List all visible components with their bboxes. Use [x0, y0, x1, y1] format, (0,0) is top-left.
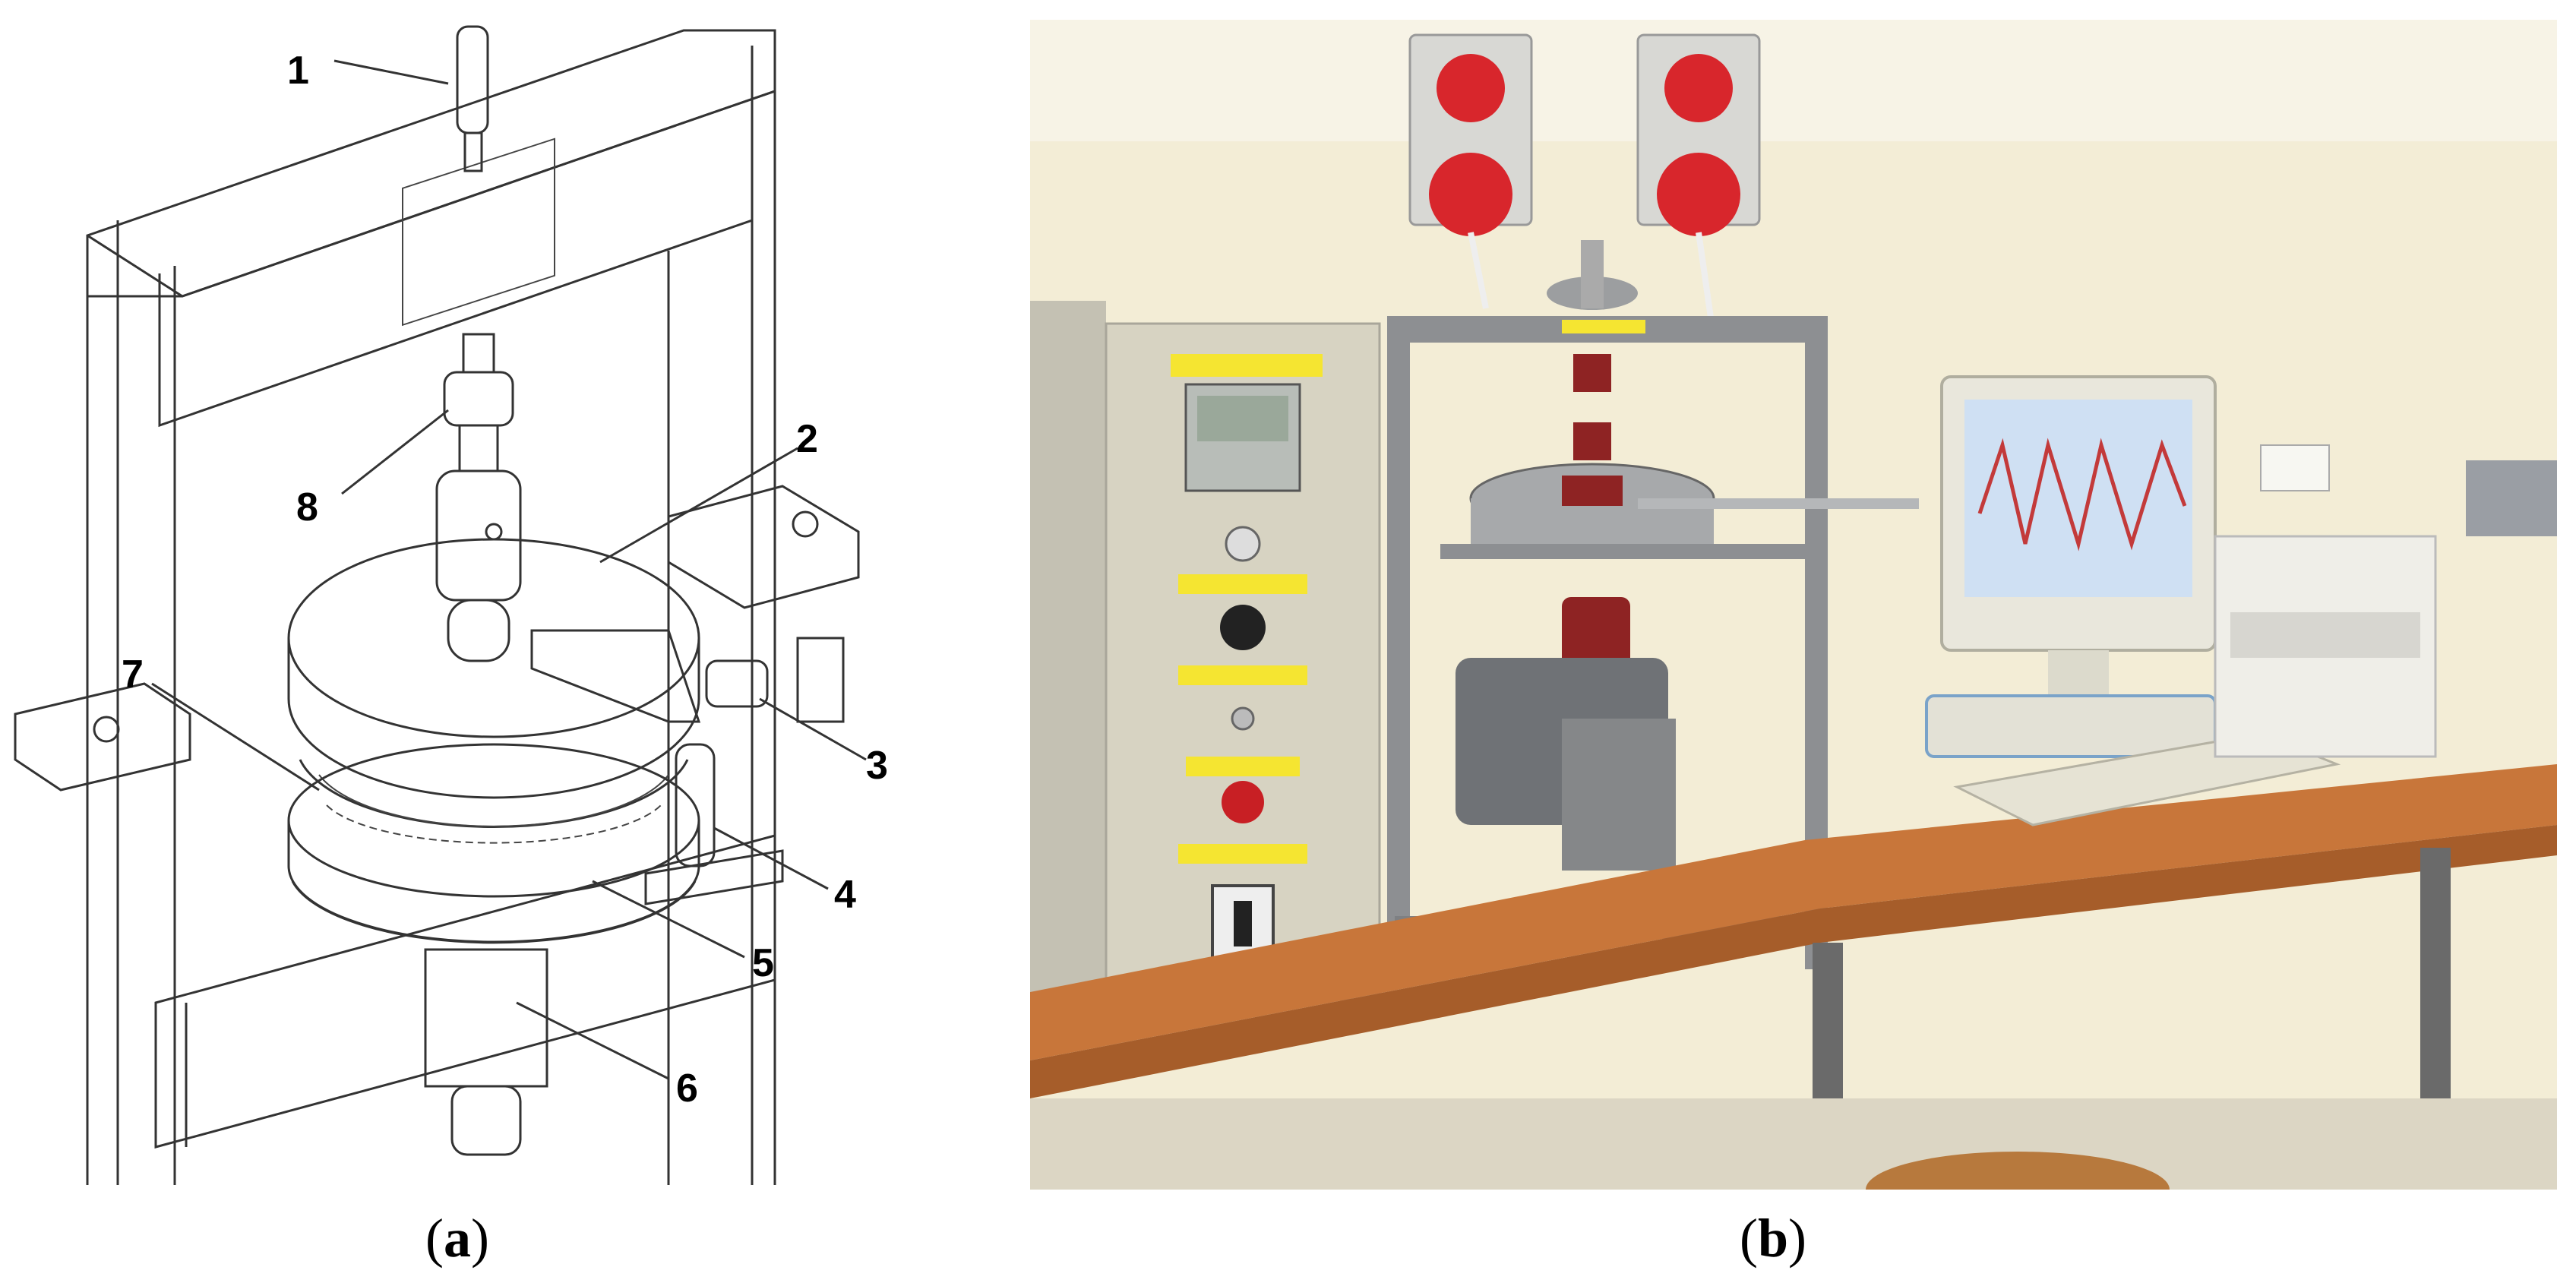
- control-cabinet: [1030, 301, 1381, 1001]
- computer: [1925, 375, 2557, 826]
- frame-outline: [86, 29, 776, 1185]
- panel-b-photo: [1030, 20, 2557, 1190]
- callout-label-4: 4: [834, 873, 856, 917]
- wall-shade: [1030, 20, 2557, 141]
- specimen-and-lower-disk: [287, 743, 700, 944]
- wall-socket-right: [1636, 33, 1761, 340]
- wall-socket-left: [1408, 33, 1533, 309]
- bench: [1030, 764, 2557, 1190]
- callout-label-3: 3: [866, 744, 888, 788]
- callout-label-7: 7: [122, 653, 144, 697]
- side-blocks: [14, 485, 860, 792]
- caption-a: (a): [425, 1208, 489, 1269]
- panel-a-drawing: 1 2 3 4 5 6 7 8: [14, 25, 888, 1185]
- lower-shaft: [424, 948, 548, 1156]
- top-shaft: [456, 25, 489, 172]
- upper-coupling: [435, 333, 522, 662]
- callout-label-8: 8: [296, 485, 318, 529]
- leader-lines: [151, 59, 867, 1080]
- caption-b: (b): [1740, 1208, 1807, 1269]
- sensor-arm: [530, 629, 845, 905]
- test-stand: [1387, 240, 1919, 969]
- callout-label-5: 5: [752, 941, 774, 985]
- callout-label-6: 6: [676, 1067, 698, 1111]
- callout-label-1: 1: [287, 49, 309, 93]
- callout-label-2: 2: [796, 417, 818, 461]
- upper-disk: [287, 538, 700, 799]
